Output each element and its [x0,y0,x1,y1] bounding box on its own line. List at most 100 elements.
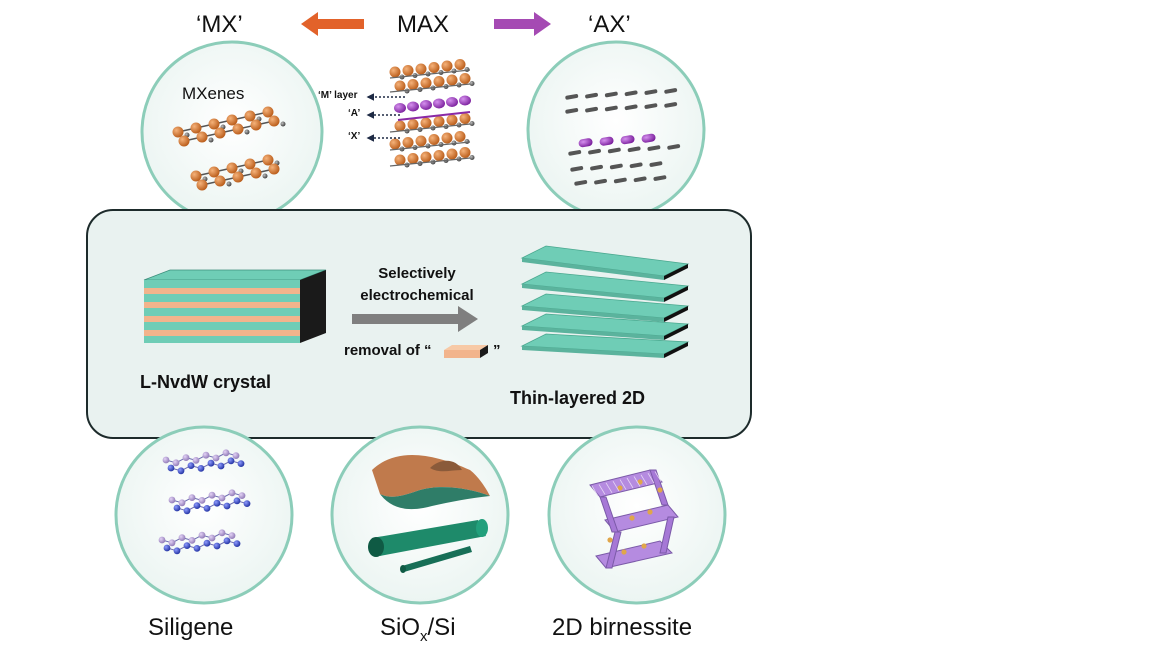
orange-atom [407,119,419,130]
grey-atom [469,81,475,86]
purple-atom [407,101,419,112]
blue-atom [197,465,205,472]
orange-atom [402,65,414,76]
purple-atom-pill [620,135,635,145]
orange-atom [262,154,274,166]
blue-atom [203,539,211,547]
blue-atom [163,544,171,552]
bond [389,141,471,151]
grey-atom-pill [624,104,638,111]
orange-atom [190,170,202,182]
blue-atom [177,467,185,475]
blue-atom [187,462,195,469]
blue-atom [203,505,211,512]
orange-atom [420,77,432,89]
ax-circle [526,40,706,220]
lavender-atom [198,531,206,539]
siligene-circle [114,425,294,605]
grey-atom-pill [624,90,638,97]
orange-atom [415,135,427,147]
blue-atom [167,464,175,472]
process-line-1: Selectively [378,265,456,282]
grey-atom-pill [667,144,681,150]
lavender-atom [172,459,180,467]
grey-atom [464,139,470,144]
lavender-atom [238,492,246,499]
hatch [647,472,655,484]
orange-atom [244,110,256,122]
pillar [649,469,669,506]
lavender-atom [228,489,236,497]
left-arrow-to-mx [301,12,364,36]
lavender-atom [188,494,196,501]
bond [389,69,471,79]
orange-atom [250,119,262,131]
thin-layered-caption: Thin-layered 2D [510,388,646,408]
hatch [633,476,641,487]
grey-atom-pill [604,105,618,112]
grey-atom [280,121,286,127]
lavender-atom [178,499,186,507]
sheet-front [522,326,664,340]
orange-atom [402,137,414,148]
bond [389,83,471,93]
orange-atom [433,76,445,87]
blue-atom [193,502,201,509]
sheet-front [522,306,664,322]
orange-atom [394,80,406,92]
purple-atom [433,98,445,109]
orange-atom [268,115,280,127]
grey-atom-pill [570,166,584,172]
bond [389,123,471,133]
lavender-atom [178,534,186,541]
grey-atom-pill [629,162,643,169]
orange-atom [446,74,458,86]
orange-atom [394,154,406,166]
grey-atom-pill [607,147,621,154]
process-arrow [352,306,478,332]
ion-dot [641,543,647,549]
hatch [591,485,599,497]
a-layer-bond [397,111,471,121]
siox-curled-sheet [372,454,490,510]
lavender-atom [168,539,176,547]
sheet-top [589,469,663,498]
bond [389,157,471,167]
grey-atom-pill [644,89,658,95]
blue-atom [223,537,231,545]
lavender-atom [232,452,240,459]
orange-atom [428,62,440,73]
ion-dot [617,485,623,491]
hatch [605,482,613,494]
orange-atom [389,66,401,78]
blue-atom [217,462,225,470]
grey-atom-pill [633,176,647,183]
orange-atom [232,123,244,135]
blue-atom [237,460,245,467]
orange-atom [214,127,226,139]
grey-atom [262,173,268,179]
orange-atom [428,134,440,145]
siox-circle [330,425,510,605]
blue-atom [207,459,215,467]
orange-atom [244,158,256,170]
grey-atom [469,155,475,160]
orange-atom [446,148,458,160]
grey-atom-pill [613,177,627,184]
mxene-layer-lower [190,154,280,191]
blue-atom [227,457,235,465]
sheet-edge [664,324,688,340]
right-arrow-to-ax [494,12,551,36]
blue-atom [213,542,221,550]
ion-dot [647,509,653,515]
sheet-edge [664,342,688,358]
orange-atom [454,131,466,142]
grey-atom-pill [604,91,618,98]
siox-sub: x [420,627,428,645]
blue-atom [173,504,181,512]
grey-atom-pill [644,103,658,109]
orange-atom [407,79,419,90]
grey-atom [226,181,232,187]
sheet-edge [664,264,688,280]
